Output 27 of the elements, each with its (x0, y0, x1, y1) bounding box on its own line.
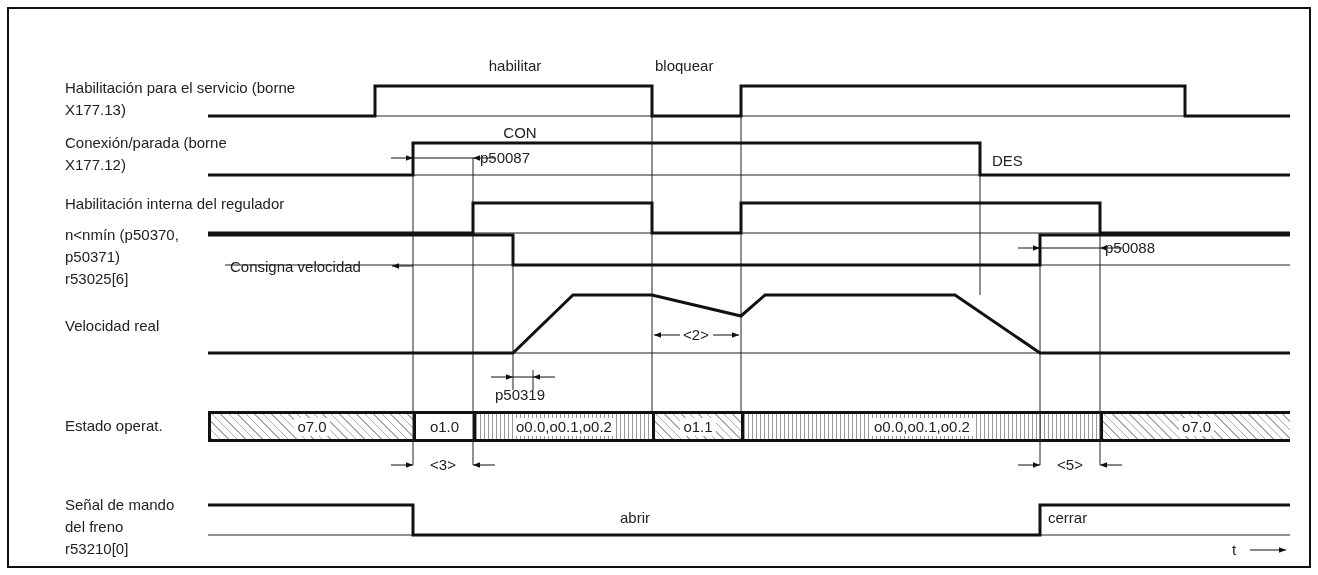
state-segment: o1.0 (413, 411, 473, 442)
state-label: habilitar (488, 56, 542, 76)
interval-label: <2> (683, 325, 709, 345)
interval-label: <5> (1057, 455, 1083, 475)
state-label: bloquear (655, 56, 714, 76)
state-segment: o7.0 (208, 411, 413, 442)
interval-label: <3> (430, 455, 456, 475)
state-label: abrir (620, 508, 650, 528)
state-segment: o1.1 (652, 411, 741, 442)
state-label: CON (503, 123, 537, 143)
state-segment: o0.0,o0.1,o0.2 (741, 411, 1100, 442)
parameter-label: p50088 (1105, 238, 1156, 258)
signal-name: Consigna velocidad (230, 257, 361, 277)
state-segment: o7.0 (1100, 411, 1290, 442)
state-segment: o0.0,o0.1,o0.2 (473, 411, 652, 442)
signal-name: Estado operat. (65, 416, 163, 436)
signal-name: Habilitación para el servicio (borne X177.13) (65, 78, 297, 120)
signal-name: n<nmín (p50370, p50371) r53025[6] (65, 225, 180, 289)
signal-name: Velocidad real (65, 316, 160, 336)
signal-name: Conexión/parada (borne X177.12) (65, 133, 228, 175)
parameter-label: p50319 (495, 385, 546, 405)
axis-label: t (1232, 540, 1237, 560)
signal-name: Señal de mando del freno r53210[0] (65, 495, 176, 559)
state-label: cerrar (1048, 508, 1088, 528)
parameter-label: p50087 (480, 148, 531, 168)
state-label: DES (992, 151, 1023, 171)
signal-name: Habilitación interna del regulador (65, 194, 285, 214)
